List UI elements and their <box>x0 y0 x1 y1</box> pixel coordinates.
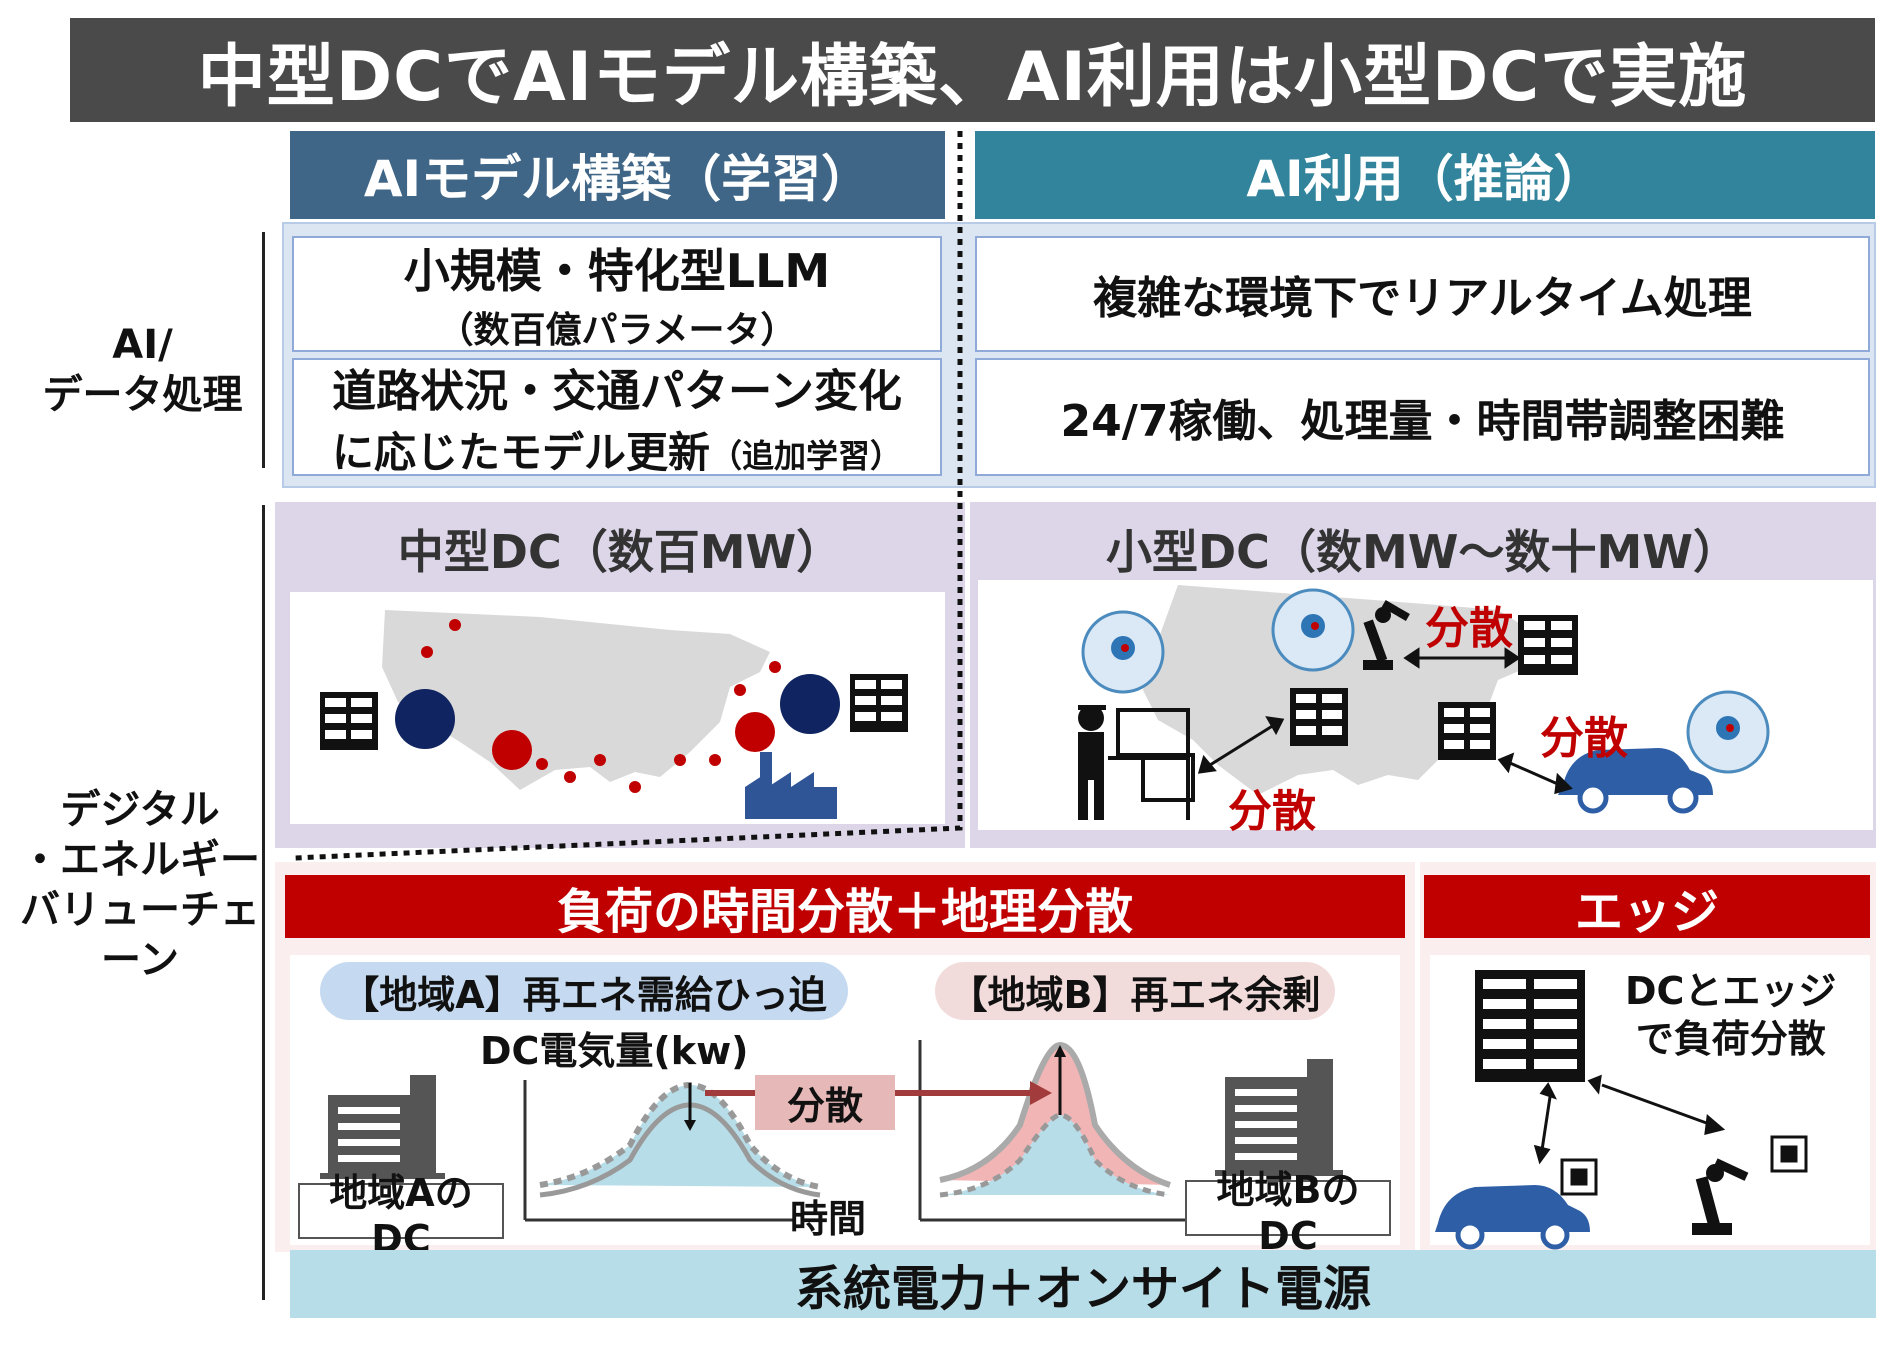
us-map-shape <box>382 610 770 790</box>
dc-b-tag: 地域BのDC <box>1185 1168 1391 1258</box>
mid-dc-label: 中型DC（数百MW） <box>280 510 960 588</box>
box-realtime: 複雑な環境下でリアルタイム処理 <box>975 236 1870 352</box>
box-operation: 24/7稼働、処理量・時間帯調整困難 <box>975 358 1870 476</box>
mid-dc-circle-east <box>735 712 775 752</box>
page-title: 中型DCでAIモデル構築、AI利用は小型DCで実施 <box>70 18 1875 122</box>
side-label-ai-line2: データ処理 <box>42 372 243 418</box>
large-dc-circle-east <box>780 674 840 734</box>
distribution-arrows <box>1197 647 1573 795</box>
dc-a-tag: 地域AのDC <box>298 1171 504 1261</box>
chart-x-axis-label: 時間 <box>790 1197 867 1241</box>
chip-icon-robot <box>1770 1135 1808 1173</box>
small-llm-params: （数百億パラメータ） <box>437 310 797 351</box>
side-label-digital: デジタル ・エネルギー バリューチェーン <box>20 787 260 983</box>
bracket-line-ai <box>262 232 265 468</box>
region-a-text: 【地域A】再エネ需給ひっ迫 <box>341 972 827 1017</box>
mid-dc-map <box>320 610 908 819</box>
side-label-ai-line1: AI/ <box>112 322 173 368</box>
column-header-inference-text: AI利用（推論） <box>1246 150 1604 208</box>
server-rack-icon-mid <box>1290 688 1348 746</box>
load-curves <box>320 1040 1343 1222</box>
chart-y-axis-label: DC電気量(kw) <box>480 1029 749 1073</box>
side-label-ai-data: AI/ データ処理 <box>30 315 255 425</box>
dc-a-tag-text: 地域AのDC <box>329 1170 473 1261</box>
edge-arrows <box>1533 1074 1726 1165</box>
edge-header: エッジ <box>1424 875 1870 940</box>
distributed-label-right: 分散 <box>1540 713 1628 764</box>
column-header-inference: AI利用（推論） <box>975 131 1875 219</box>
operation-text: 24/7稼働、処理量・時間帯調整困難 <box>1060 396 1785 447</box>
large-dc-circle-west <box>395 689 455 749</box>
mid-dc-label-text: 中型DC（数百MW） <box>397 525 843 579</box>
realtime-text: 複雑な環境下でリアルタイム処理 <box>1093 273 1752 324</box>
shift-label: 分散 <box>755 1075 895 1130</box>
operator-terminal-icon <box>1108 708 1195 820</box>
distributed-label-bottom: 分散 <box>1228 786 1316 837</box>
region-a-pill: 【地域A】再エネ需給ひっ迫 <box>320 962 848 1020</box>
load-header: 負荷の時間分散＋地理分散 <box>285 875 1405 940</box>
robot-arm-icon-top <box>1363 600 1410 670</box>
column-header-training-text: AIモデル構築（学習） <box>363 150 872 208</box>
side-label-digital-line2: ・エネルギー <box>20 837 260 883</box>
small-dc-map <box>1078 585 1770 820</box>
server-rack-icon-left <box>320 692 378 750</box>
server-rack-icon-edge <box>1475 970 1585 1082</box>
edge-text: DCとエッジ で負荷分散 <box>1625 968 1836 1063</box>
side-label-digital-line1: デジタル <box>60 787 220 833</box>
model-update-line1: 道路状況・交通パターン変化 <box>332 365 902 417</box>
robot-arm-icon-edge <box>1692 1158 1749 1235</box>
dc-b-tag-text: 地域BのDC <box>1216 1167 1360 1258</box>
ai-head-icon-right <box>1686 690 1770 774</box>
model-update-line2: に応じたモデル更新 <box>331 427 710 477</box>
server-rack-icon-ne <box>1518 615 1578 675</box>
shift-label-text: 分散 <box>786 1084 863 1128</box>
small-dc-label: 小型DC（数MW～数十MW） <box>975 510 1870 588</box>
box-model-update: 道路状況・交通パターン変化 に応じたモデル更新（追加学習） <box>292 358 942 477</box>
car-icon-edge <box>1435 1185 1590 1250</box>
region-b-pill: 【地域B】再エネ余剰 <box>935 962 1335 1020</box>
distributed-label-top: 分散 <box>1425 603 1513 654</box>
region-b-text: 【地域B】再エネ余剰 <box>949 972 1321 1017</box>
small-dc-dots <box>421 619 781 793</box>
page-title-text: 中型DCでAIモデル構築、AI利用は小型DCで実施 <box>197 37 1748 117</box>
person-icon <box>1078 705 1106 820</box>
model-update-suffix: （追加学習） <box>710 436 903 475</box>
server-rack-icon-se <box>1438 702 1496 760</box>
small-llm-title: 小規模・特化型LLM <box>403 244 831 298</box>
edge-header-text: エッジ <box>1574 883 1719 940</box>
load-header-text: 負荷の時間分散＋地理分散 <box>556 883 1133 940</box>
ai-head-icon-left <box>1081 610 1165 694</box>
edge-diagram <box>1435 970 1808 1250</box>
region-b-curve-original <box>939 1112 1171 1198</box>
small-dc-label-text: 小型DC（数MW～数十MW） <box>1106 525 1739 579</box>
chip-icon-car <box>1560 1158 1598 1196</box>
power-bar-text: 系統電力＋オンサイト電源 <box>794 1261 1371 1317</box>
mid-dc-circle-west <box>492 730 532 770</box>
box-small-llm: 小規模・特化型LLM （数百億パラメータ） <box>292 236 942 352</box>
power-bar: 系統電力＋オンサイト電源 <box>290 1250 1876 1318</box>
edge-text-line1: DCとエッジ <box>1625 969 1837 1013</box>
edge-text-line2: で負荷分散 <box>1635 1016 1826 1061</box>
side-label-digital-line3: バリューチェーン <box>20 887 260 983</box>
column-header-training: AIモデル構築（学習） <box>290 131 945 219</box>
car-icon <box>1558 748 1713 814</box>
bracket-line-digital <box>262 505 265 1300</box>
ai-head-icon-center <box>1271 588 1355 672</box>
factory-icon <box>745 752 837 819</box>
server-rack-icon-right <box>850 674 908 732</box>
